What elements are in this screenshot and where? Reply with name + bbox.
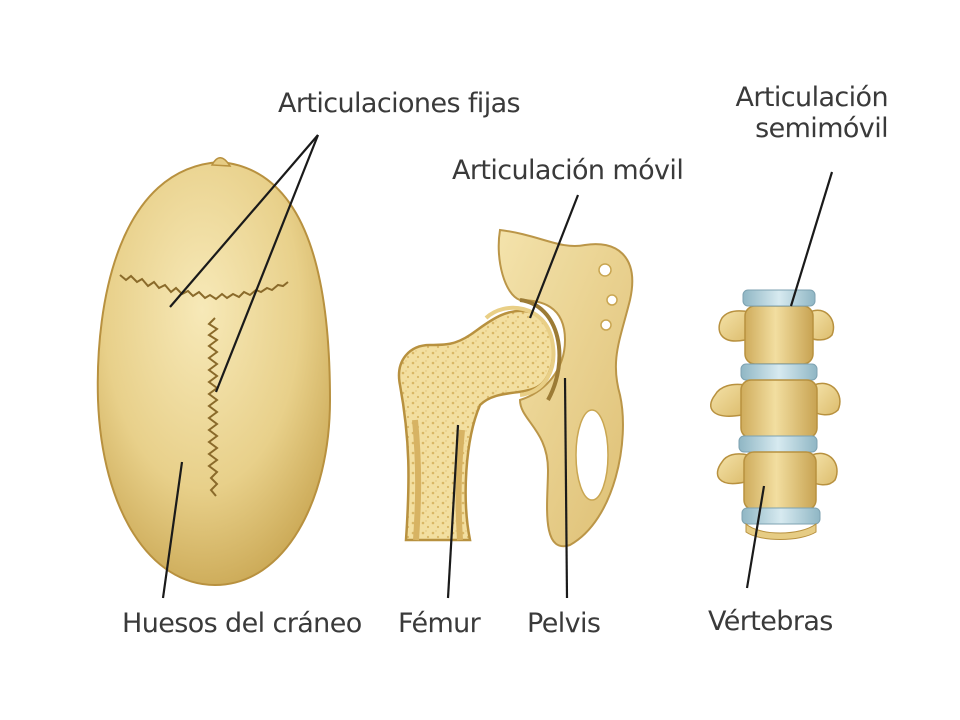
label-semi-movable-line2: semimóvil [755, 113, 888, 145]
spine-illustration [710, 289, 841, 540]
leader-lines [161, 134, 834, 599]
intervertebral-disc [740, 363, 818, 381]
leader-femur [446, 424, 460, 599]
vertebra [718, 305, 835, 365]
label-vertebrae: Vértebras [708, 606, 833, 637]
leader-fixed-joints-sagittal [214, 134, 320, 393]
intervertebral-disc [741, 507, 821, 525]
label-skull-bones: Huesos del cráneo [122, 608, 362, 639]
intervertebral-disc [738, 435, 818, 453]
label-semi-movable-joint: Articulación semimóvil [735, 82, 889, 145]
hip-joint-illustration [397, 228, 634, 548]
leader-vertebrae [745, 485, 766, 589]
intervertebral-disc [742, 289, 816, 307]
label-femur: Fémur [398, 608, 481, 639]
leader-semi-movable [789, 171, 834, 307]
leader-skull-bones [161, 461, 184, 599]
label-fixed-joints: Articulaciones fijas [278, 88, 521, 119]
coronal-suture [119, 274, 289, 301]
leader-movable-joint [528, 194, 580, 319]
leader-pelvis [563, 377, 569, 599]
sagittal-suture [207, 317, 219, 497]
label-movable-joint: Articulación móvil [452, 155, 684, 186]
label-pelvis: Pelvis [527, 608, 601, 639]
leader-fixed-joints-coronal [169, 134, 319, 308]
label-semi-movable-line1: Articulación [735, 82, 889, 113]
vertebra [710, 379, 841, 439]
skull-illustration [96, 157, 332, 587]
vertebra [716, 451, 838, 511]
